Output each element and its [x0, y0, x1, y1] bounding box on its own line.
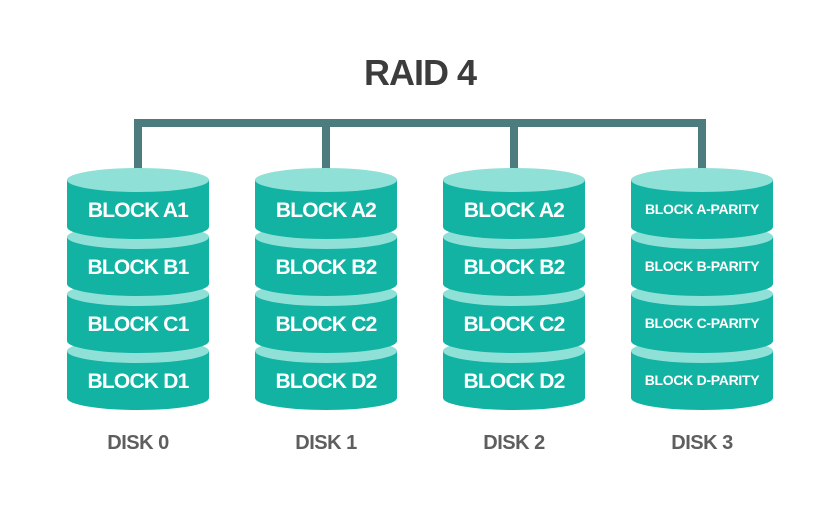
connector-drop-0	[134, 119, 142, 174]
connector-drop-1	[322, 119, 330, 174]
disk-1-block-0: BLOCK A2	[255, 168, 397, 239]
disk-0-block-1-label: BLOCK B1	[88, 256, 190, 279]
disk-label-0: DISK 0	[107, 432, 169, 454]
diagram-title: RAID 4	[363, 52, 477, 93]
disk-0-block-3-label: BLOCK D1	[88, 370, 190, 393]
disk-1-block-2-label: BLOCK C2	[276, 313, 377, 336]
disk-1-block-0-label: BLOCK A2	[276, 199, 376, 222]
disk-label-1: DISK 1	[295, 432, 357, 454]
disk-1-stack: BLOCK D2 BLOCK C2 BLOCK B2 BLOCK A2	[255, 168, 397, 410]
disk-label-3: DISK 3	[671, 432, 733, 454]
disk-0-stack: BLOCK D1 BLOCK C1 BLOCK B1 BLOCK A1	[67, 168, 209, 410]
connector-drop-2	[510, 119, 518, 174]
disk-0-block-0-label: BLOCK A1	[88, 199, 189, 222]
disk-3-block-3-label: BLOCK D-PARITY	[645, 372, 760, 388]
disk-3-block-0-label: BLOCK A-PARITY	[645, 201, 760, 217]
disk-0-block-2-label: BLOCK C1	[88, 313, 190, 336]
disk-2-block-0-label: BLOCK A2	[464, 199, 564, 222]
disk-1-block-1-label: BLOCK B2	[276, 256, 377, 279]
disk-3-block-0: BLOCK A-PARITY	[631, 168, 773, 239]
disk-3-stack: BLOCK D-PARITY BLOCK C-PARITY BLOCK B-PARI…	[631, 168, 773, 410]
connector-drop-3	[698, 119, 706, 174]
disk-3-block-1-label: BLOCK B-PARITY	[645, 258, 760, 274]
disk-2-stack: BLOCK D2 BLOCK C2 BLOCK B2 BLOCK A2	[443, 168, 585, 410]
disk-0-block-2: BLOCK C1	[67, 282, 209, 353]
disk-3-block-2-label: BLOCK C-PARITY	[645, 315, 760, 331]
disk-2-block-0: BLOCK A2	[443, 168, 585, 239]
connector-bus	[134, 119, 706, 174]
disk-2-block-2-label: BLOCK C2	[464, 313, 565, 336]
disk-1-block-3-label: BLOCK D2	[276, 370, 377, 393]
disk-2-block-1-label: BLOCK B2	[464, 256, 565, 279]
disk-0-block-0: BLOCK A1	[67, 168, 209, 239]
disk-label-2: DISK 2	[483, 432, 545, 454]
disk-2-block-3-label: BLOCK D2	[464, 370, 565, 393]
